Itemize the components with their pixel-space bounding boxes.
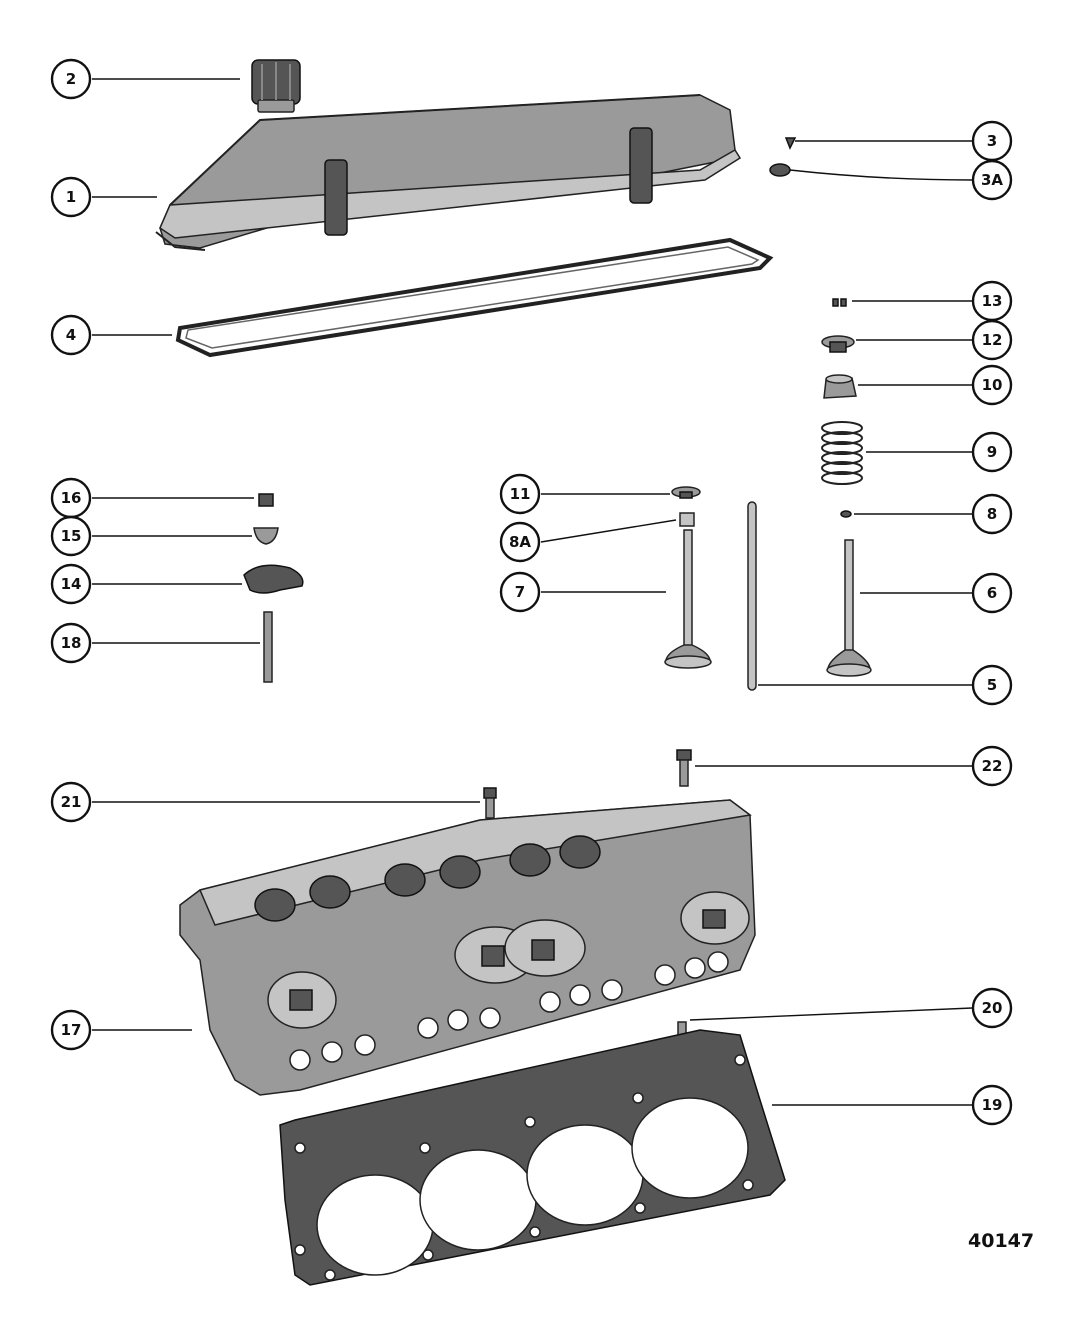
callout-13: 13 <box>971 280 1013 322</box>
part-exhaust-valve <box>826 539 872 677</box>
callout-20: 20 <box>971 987 1013 1029</box>
part-valve-keys <box>832 298 847 307</box>
part-rocker-ball <box>253 527 279 545</box>
part-head-gasket <box>279 1029 786 1286</box>
svg-text:4: 4 <box>66 326 76 344</box>
svg-text:5: 5 <box>987 676 997 694</box>
callout-9: 9 <box>971 431 1013 473</box>
svg-text:2: 2 <box>66 70 76 88</box>
svg-text:12: 12 <box>982 331 1003 349</box>
svg-text:7: 7 <box>515 583 525 601</box>
callout-22: 22 <box>971 745 1013 787</box>
callout-14: 14 <box>50 563 92 605</box>
part-rocker-cover <box>155 94 742 251</box>
callout-11: 11 <box>499 473 541 515</box>
svg-text:15: 15 <box>61 527 82 545</box>
part-rocker-arm <box>243 564 304 594</box>
part-rocker-nut <box>258 493 274 507</box>
callout-10: 10 <box>971 364 1013 406</box>
part-oil-filler-cap <box>251 59 301 113</box>
part-cover-gasket <box>175 237 774 358</box>
part-valve-cap <box>821 335 855 353</box>
part-valve-shield <box>823 374 857 399</box>
part-grommet <box>769 163 791 177</box>
part-intake-valve <box>664 529 712 669</box>
svg-text:17: 17 <box>61 1021 82 1039</box>
part-rotator <box>671 486 701 499</box>
callout-8a: 8A <box>499 521 541 563</box>
callout-21: 21 <box>50 781 92 823</box>
svg-text:13: 13 <box>982 292 1003 310</box>
callout-15: 15 <box>50 515 92 557</box>
callout-18: 18 <box>50 622 92 664</box>
svg-text:8A: 8A <box>509 533 531 551</box>
leader-lines <box>92 78 973 1106</box>
part-cylinder-head <box>179 799 756 1096</box>
part-head-bolt <box>676 749 692 787</box>
svg-text:20: 20 <box>982 999 1003 1017</box>
callout-16: 16 <box>50 477 92 519</box>
figure-number: 40147 <box>968 1230 1034 1252</box>
svg-text:1: 1 <box>66 188 76 206</box>
svg-text:11: 11 <box>510 485 531 503</box>
callout-12: 12 <box>971 319 1013 361</box>
svg-text:18: 18 <box>61 634 82 652</box>
callout-3: 3 <box>971 120 1013 162</box>
svg-text:3A: 3A <box>981 171 1003 189</box>
callout-1: 1 <box>50 176 92 218</box>
part-clip <box>784 137 797 150</box>
svg-text:9: 9 <box>987 443 997 461</box>
svg-text:22: 22 <box>982 757 1003 775</box>
callout-17: 17 <box>50 1009 92 1051</box>
callout-19: 19 <box>971 1084 1013 1126</box>
svg-text:6: 6 <box>987 584 997 602</box>
callout-7: 7 <box>499 571 541 613</box>
svg-text:14: 14 <box>61 575 82 593</box>
callout-3a: 3A <box>971 159 1013 201</box>
part-push-rod <box>747 501 757 691</box>
callout-4: 4 <box>50 314 92 356</box>
callout-8: 8 <box>971 493 1013 535</box>
svg-text:21: 21 <box>61 793 82 811</box>
callout-5: 5 <box>971 664 1013 706</box>
part-valve-seal <box>679 512 695 527</box>
part-valve-spring <box>821 421 863 485</box>
svg-text:16: 16 <box>61 489 82 507</box>
callout-6: 6 <box>971 572 1013 614</box>
part-fitting <box>483 787 497 819</box>
svg-text:10: 10 <box>982 376 1003 394</box>
svg-text:3: 3 <box>987 132 997 150</box>
svg-text:19: 19 <box>982 1096 1003 1114</box>
svg-text:8: 8 <box>987 505 997 523</box>
part-rocker-stud <box>263 611 273 683</box>
part-oil-seal <box>840 510 852 518</box>
callout-2: 2 <box>50 58 92 100</box>
